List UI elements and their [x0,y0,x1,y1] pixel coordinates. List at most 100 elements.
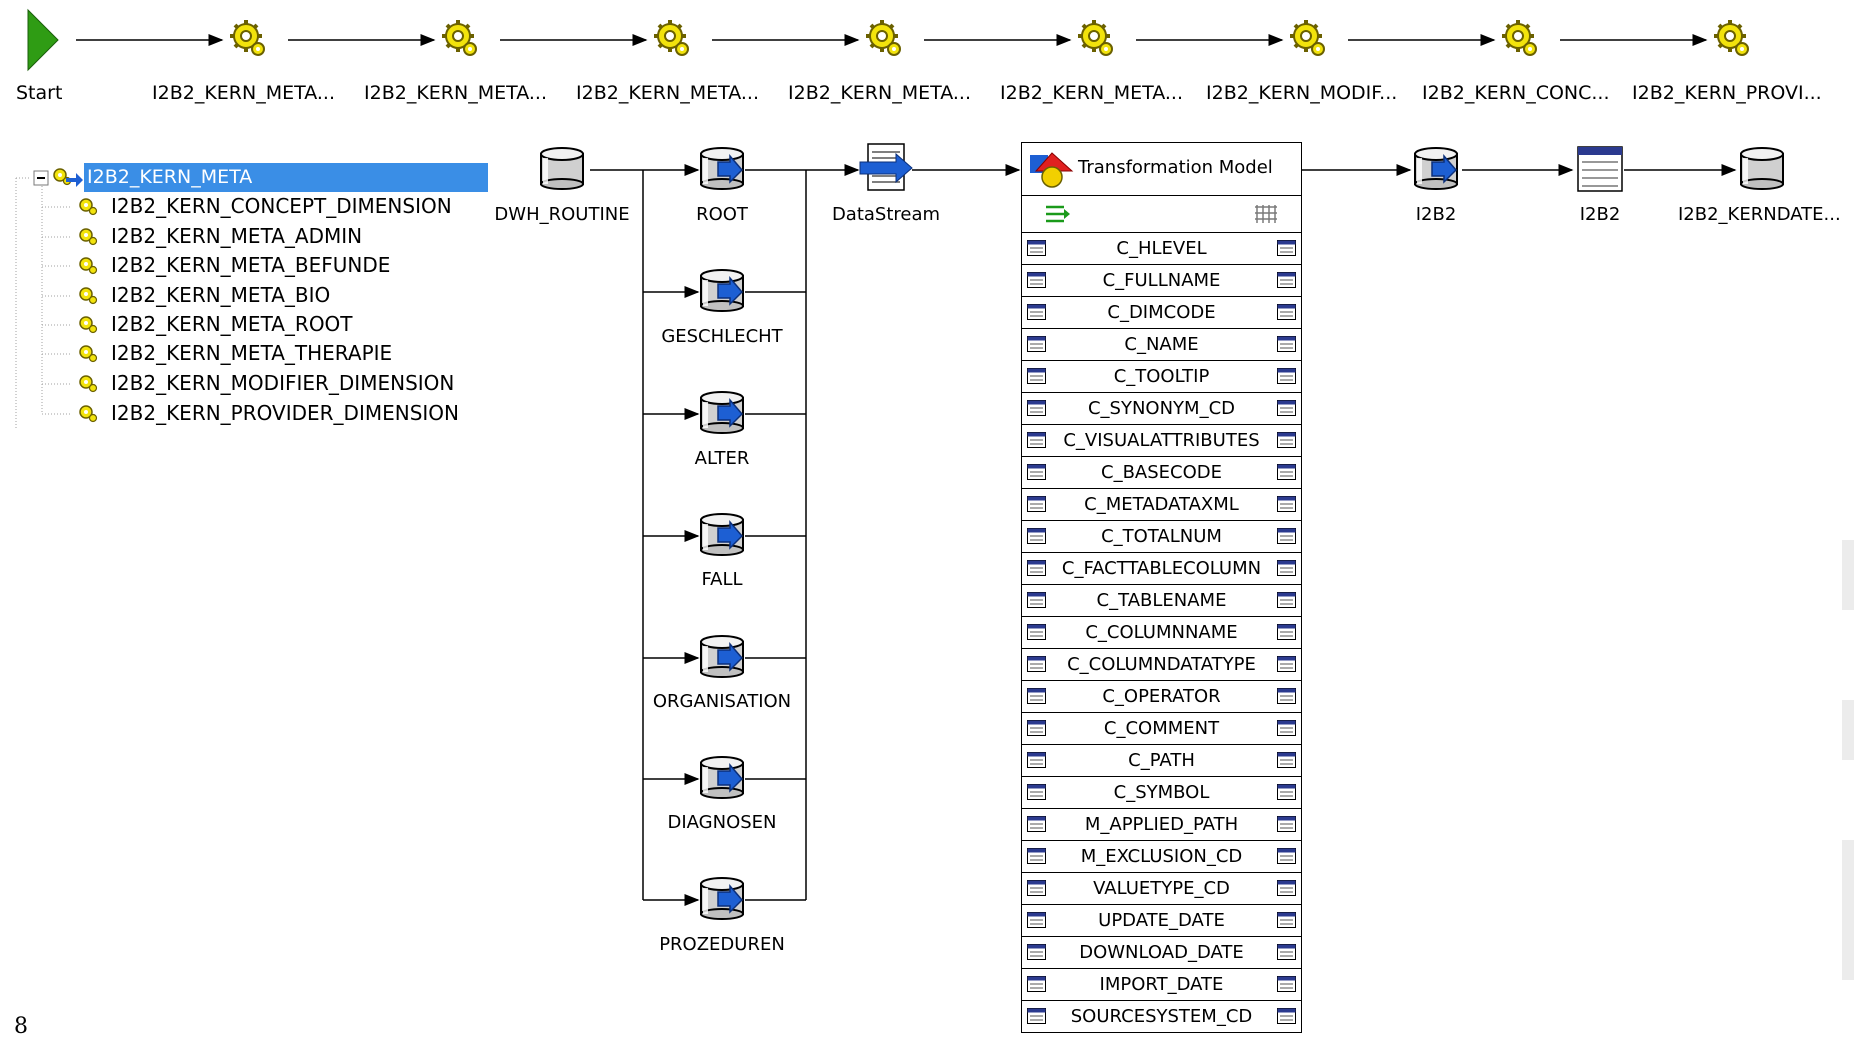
column-icon [1027,752,1046,768]
tree-item[interactable]: I2B2_KERN_MODIFIER_DIMENSION [111,371,455,395]
tm-column-row[interactable]: C_DIMCODE [1022,297,1301,329]
tm-column-row[interactable]: C_SYMBOL [1022,777,1301,809]
tree-item[interactable]: I2B2_KERN_META_BEFUNDE [111,253,391,277]
tm-column-name: UPDATE_DATE [1098,910,1225,931]
grid-icon[interactable] [1255,203,1279,225]
column-icon [1277,528,1296,544]
tm-title: Transformation Model [1078,157,1273,178]
tm-column-name: M_EXCLUSION_CD [1080,846,1243,867]
tm-column-row[interactable]: C_OPERATOR [1022,681,1301,713]
tree-item[interactable]: I2B2_KERN_META_THERAPIE [111,341,393,365]
tm-column-row[interactable]: C_BASECODE [1022,457,1301,489]
tm-column-name: SOURCESYSTEM_CD [1070,1006,1253,1027]
tm-column-name: C_COLUMNDATATYPE [1067,654,1256,675]
start-icon [27,8,59,72]
tm-column-row[interactable]: M_EXCLUSION_CD [1022,841,1301,873]
tm-column-name: C_FACTTABLECOLUMN [1061,558,1262,579]
tm-column-name: C_TOTALNUM [1101,526,1222,547]
job-label[interactable]: I2B2_KERN_MODIF... [1206,82,1398,104]
tm-column-row[interactable]: UPDATE_DATE [1022,905,1301,937]
tm-column-row[interactable]: C_COMMENT [1022,713,1301,745]
tm-column-name: C_METADATAXML [1084,494,1239,515]
stream-label[interactable]: DataStream [831,204,941,225]
tree-item[interactable]: I2B2_KERN_CONCEPT_DIMENSION [111,194,452,218]
job-label[interactable]: I2B2_KERN_META... [364,82,548,104]
column-icon [1277,848,1296,864]
column-icon [1027,816,1046,832]
tm-toolbar [1022,196,1301,233]
column-icon [1277,272,1296,288]
tm-column-row[interactable]: C_TABLENAME [1022,585,1301,617]
column-icon [1027,560,1046,576]
tm-column-name: M_APPLIED_PATH [1084,814,1239,835]
branch-label[interactable]: PROZEDUREN [659,934,785,955]
column-icon [1277,912,1296,928]
target-label[interactable]: I2B2 [1579,204,1621,225]
column-icon [1027,368,1046,384]
tree-item[interactable]: I2B2_KERN_META_ROOT [111,312,353,336]
tm-column-name: C_SYMBOL [1113,782,1210,803]
tm-column-row[interactable]: C_COLUMNDATATYPE [1022,649,1301,681]
tm-column-name: C_TABLENAME [1096,590,1227,611]
job-label[interactable]: I2B2_KERN_META... [576,82,760,104]
tree-root-selected[interactable]: I2B2_KERN_META [84,163,488,192]
tm-column-name: C_COLUMNNAME [1085,622,1238,643]
tm-column-row[interactable]: C_SYNONYM_CD [1022,393,1301,425]
column-icon [1277,656,1296,672]
tm-column-row[interactable]: VALUETYPE_CD [1022,873,1301,905]
target-label[interactable]: I2B2_KERNDATE... [1678,204,1841,225]
column-icon [1277,496,1296,512]
tm-column-row[interactable]: C_FULLNAME [1022,265,1301,297]
tm-column-name: VALUETYPE_CD [1093,878,1230,899]
column-icon [1027,528,1046,544]
branch-label[interactable]: ORGANISATION [652,691,792,712]
column-icon [1277,624,1296,640]
column-icon [1277,944,1296,960]
tm-column-row[interactable]: C_NAME [1022,329,1301,361]
column-icon [1027,1008,1046,1024]
start-label[interactable]: Start [16,82,63,104]
column-icon [1277,464,1296,480]
column-icon [1027,336,1046,352]
table-icon [1577,146,1623,192]
tm-column-row[interactable]: C_FACTTABLECOLUMN [1022,553,1301,585]
branch-label[interactable]: DIAGNOSEN [667,812,777,833]
tm-column-row[interactable]: DOWNLOAD_DATE [1022,937,1301,969]
branch-label[interactable]: FALL [701,569,743,590]
tm-column-row[interactable]: C_TOTALNUM [1022,521,1301,553]
tm-column-row[interactable]: C_TOOLTIP [1022,361,1301,393]
tm-column-row[interactable]: C_PATH [1022,745,1301,777]
branch-label[interactable]: GESCHLECHT [661,326,783,347]
column-icon [1027,912,1046,928]
job-label[interactable]: I2B2_KERN_META... [152,82,336,104]
job-label[interactable]: I2B2_KERN_CONC... [1422,82,1610,104]
tm-column-row[interactable]: C_HLEVEL [1022,233,1301,265]
branch-label[interactable]: ROOT [696,204,748,225]
tm-column-name: IMPORT_DATE [1099,974,1224,995]
tm-column-row[interactable]: C_METADATAXML [1022,489,1301,521]
job-label[interactable]: I2B2_KERN_PROVI... [1632,82,1822,104]
target-label[interactable]: I2B2 [1415,204,1457,225]
job-label[interactable]: I2B2_KERN_META... [788,82,972,104]
column-icon [1027,624,1046,640]
column-icon [1277,368,1296,384]
branch-label[interactable]: ALTER [694,448,750,469]
job-label[interactable]: I2B2_KERN_META... [1000,82,1184,104]
tm-column-row[interactable]: M_APPLIED_PATH [1022,809,1301,841]
tree-item[interactable]: I2B2_KERN_META_BIO [111,283,331,307]
tm-column-row[interactable]: SOURCESYSTEM_CD [1022,1001,1301,1033]
tm-column-row[interactable]: IMPORT_DATE [1022,969,1301,1001]
tm-column-row[interactable]: C_COLUMNNAME [1022,617,1301,649]
map-columns-icon[interactable] [1044,203,1072,225]
tree-item[interactable]: I2B2_KERN_PROVIDER_DIMENSION [111,401,459,425]
tm-column-name: DOWNLOAD_DATE [1079,942,1244,963]
source-label[interactable]: DWH_ROUTINE [494,204,630,225]
column-icon [1027,720,1046,736]
tm-column-row[interactable]: C_VISUALATTRIBUTES [1022,425,1301,457]
tree-item[interactable]: I2B2_KERN_META_ADMIN [111,224,363,248]
column-icon [1027,944,1046,960]
transformation-model-icon [1030,152,1074,188]
tm-column-name: C_SYNONYM_CD [1087,398,1236,419]
